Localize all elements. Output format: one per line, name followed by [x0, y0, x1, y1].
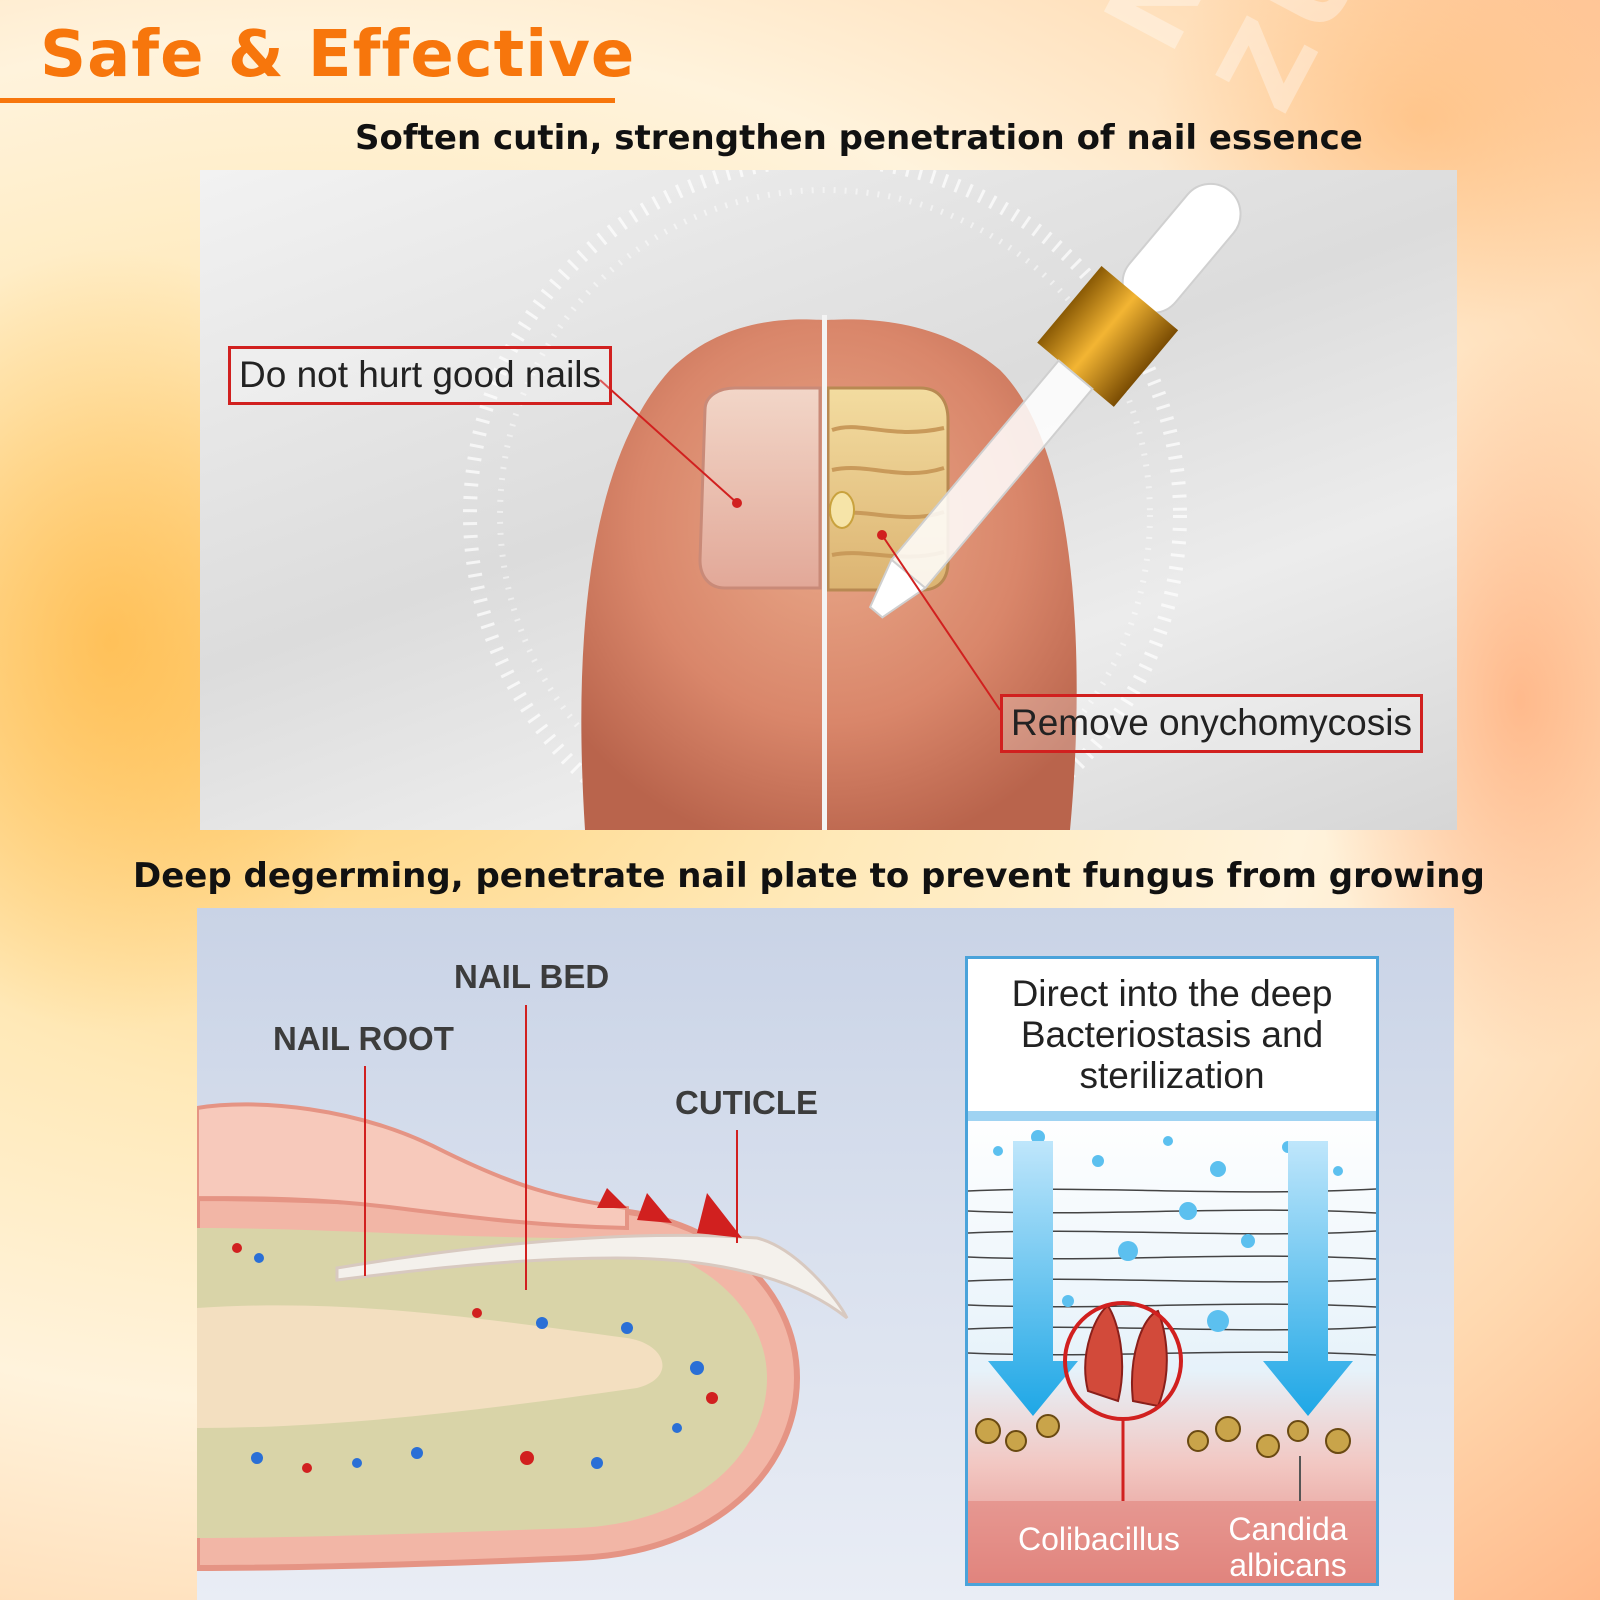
info-line-1: Direct into the deep — [1011, 973, 1333, 1014]
oil-drop — [829, 491, 855, 529]
label-candida-line-1: Candida — [1228, 1511, 1348, 1547]
microscopic-view — [968, 1111, 1376, 1583]
bacteria-cluster — [975, 1414, 1351, 1458]
headline-underline — [0, 98, 615, 103]
callout-dot-fungus — [877, 530, 887, 540]
label-colibacillus: Colibacillus — [1018, 1521, 1180, 1557]
good-nail — [698, 386, 822, 590]
red-pathogen — [1084, 1304, 1168, 1408]
toe-illustration — [463, 170, 1242, 830]
callout-line-fungus — [881, 534, 1001, 711]
info-line-2: Bacteriostasis and — [1020, 1014, 1324, 1055]
label-candida-line-2: albicans — [1229, 1547, 1347, 1583]
infected-nail-texture — [831, 425, 945, 559]
info-line-3: sterilization — [1079, 1055, 1265, 1096]
label-nail-bed: NAIL BED — [454, 958, 610, 995]
nail-anatomy-panel: NAIL BED NAIL ROOT CUTICLE Direct into t… — [197, 908, 1454, 1600]
water-band — [968, 1111, 1376, 1121]
red-arrow-3 — [697, 1193, 742, 1238]
section-1-subtitle: Soften cutin, strengthen penetration of … — [355, 118, 1363, 158]
arrow-down-right — [1263, 1141, 1353, 1416]
nail-plate — [335, 1233, 849, 1320]
comparison-divider — [822, 315, 827, 830]
dashed-ring-inner — [497, 187, 1153, 830]
nail-anatomy-diagram — [197, 1005, 849, 1572]
red-arrow-1 — [597, 1188, 627, 1208]
dashed-ring-outer — [463, 170, 1187, 830]
headline: Safe & Effective — [40, 18, 636, 92]
red-arrow-2 — [637, 1193, 672, 1223]
toe-illustration-panel: Do not hurt good nails Remove onychomyco… — [200, 170, 1457, 830]
info-box-text: Direct into the deep Bacteriostasis and … — [968, 973, 1376, 1096]
callout-dot-good — [732, 498, 742, 508]
skin-layer — [968, 1501, 1376, 1583]
callout-line-good — [599, 379, 738, 504]
dropper — [868, 182, 1242, 619]
arrow-down-left — [988, 1141, 1078, 1416]
blood-dots — [232, 1243, 718, 1473]
callout-onychomycosis: Remove onychomycosis — [1000, 694, 1423, 753]
label-nail-root: NAIL ROOT — [273, 1020, 454, 1057]
section-2-subtitle: Deep degerming, penetrate nail plate to … — [133, 856, 1485, 896]
cuticle-fold — [197, 1102, 629, 1231]
label-candida-albicans: Candida albicans — [1218, 1511, 1358, 1583]
bacteriostasis-info-box: Direct into the deep Bacteriostasis and … — [965, 956, 1379, 1586]
callout-good-nails: Do not hurt good nails — [228, 346, 613, 405]
finger-bone — [197, 1305, 663, 1428]
label-cuticle: CUTICLE — [675, 1084, 818, 1121]
